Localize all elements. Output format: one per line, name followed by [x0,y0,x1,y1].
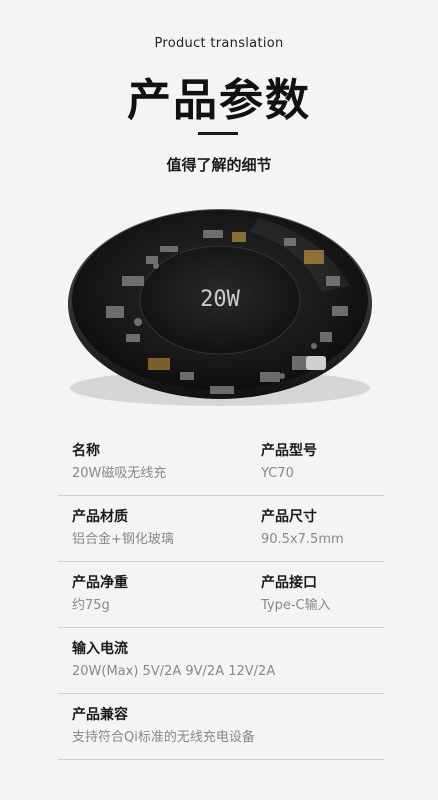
page-title: 产品参数 [127,75,311,126]
spec-item: 名称 20W磁吸无线充 [72,442,166,482]
spec-label: 产品兼容 [72,707,128,723]
spec-label: 产品接口 [261,575,317,591]
spec-label: 名称 [72,443,100,459]
spec-label: 产品尺寸 [261,509,317,525]
spec-value: 约75g [72,598,110,613]
spec-table: 名称 20W磁吸无线充 产品型号 YC70 产品材质 铝合金+钢化玻璃 产品尺寸… [58,430,384,760]
spec-value: Type-C输入 [261,598,331,613]
charging-coil [139,245,301,355]
spec-item: 产品材质 铝合金+钢化玻璃 [72,508,174,548]
spec-item: 产品接口 Type-C输入 [261,574,331,614]
spec-item: 产品兼容 支持符合Qi标准的无线充电设备 [72,706,255,746]
charger-display: 20W [200,287,240,312]
spec-value: 90.5x7.5mm [261,532,344,547]
spec-value: 20W磁吸无线充 [72,466,167,481]
glass-highlight [250,218,350,292]
spec-value: 支持符合Qi标准的无线充电设备 [72,730,255,745]
subtitle-english: Product translation [154,36,284,51]
spec-row: 产品净重 约75g 产品接口 Type-C输入 [58,562,384,628]
spec-item: 产品净重 约75g [72,574,128,614]
spec-label: 产品材质 [72,509,128,525]
spec-row: 产品材质 铝合金+钢化玻璃 产品尺寸 90.5x7.5mm [58,496,384,562]
spec-row: 名称 20W磁吸无线充 产品型号 YC70 [58,430,384,496]
tagline: 值得了解的细节 [166,156,272,174]
spec-value: 铝合金+钢化玻璃 [72,532,174,547]
spec-row: 输入电流 20W(Max) 5V/2A 9V/2A 12V/2A [58,628,384,694]
spec-item: 输入电流 20W(Max) 5V/2A 9V/2A 12V/2A [72,640,275,680]
spec-label: 输入电流 [72,641,128,657]
spec-item: 产品尺寸 90.5x7.5mm [261,508,344,548]
spec-label: 产品净重 [72,575,128,591]
spec-item: 产品型号 YC70 [261,442,317,482]
spec-label: 产品型号 [261,443,317,459]
spec-value: YC70 [261,466,294,481]
wireless-charger-image: 20W [68,209,372,406]
usb-c-port [306,356,326,370]
spec-row: 产品兼容 支持符合Qi标准的无线充电设备 [58,694,384,760]
spec-value: 20W(Max) 5V/2A 9V/2A 12V/2A [72,664,276,679]
title-divider [198,132,238,135]
